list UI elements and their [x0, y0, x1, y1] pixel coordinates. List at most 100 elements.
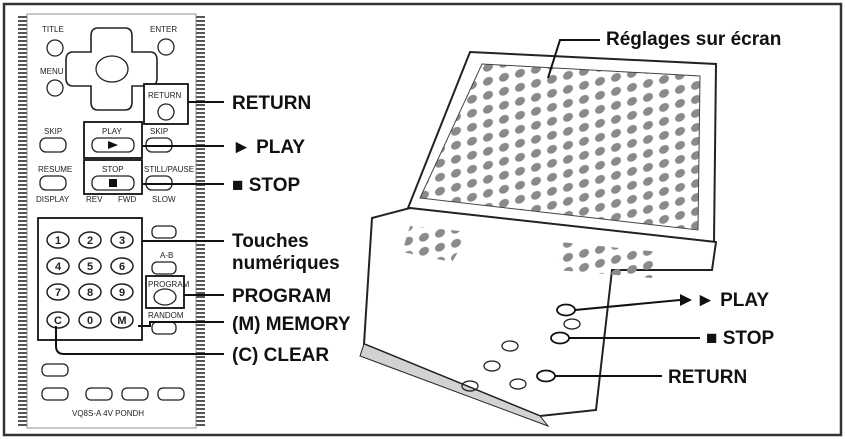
callout-player-return: RETURN [668, 367, 747, 388]
player-button-2 [501, 340, 519, 352]
number-key-label: 1 [55, 235, 61, 247]
play-button-text: PLAY [102, 127, 123, 136]
remote-control: TITLE MENU ENTER RETURN SKIP PLAY SKIP R… [18, 13, 205, 429]
player-leader-lines [547, 39, 700, 377]
number-key-label: M [117, 315, 126, 327]
arrow-play-icon [680, 294, 692, 306]
number-key-label: 6 [119, 261, 125, 273]
remote-right-edge [196, 14, 205, 428]
portable-player [359, 50, 718, 428]
number-key-label: 9 [119, 287, 125, 299]
slow-text: SLOW [152, 195, 176, 204]
number-key-4 [46, 257, 70, 275]
player-screen [419, 63, 701, 231]
number-key-2 [78, 231, 102, 249]
resume-button [39, 175, 67, 191]
player-button-3 [483, 360, 501, 372]
base-front [359, 343, 550, 428]
program-button-text: PROGRAM [148, 280, 190, 289]
skip-back-button [39, 137, 67, 153]
enter-button-text: ENTER [150, 25, 177, 34]
callout-memory: (M) MEMORY [232, 314, 351, 335]
player-button-1 [563, 318, 581, 330]
lower-button-3 [85, 387, 113, 401]
lower-button-5 [157, 387, 185, 401]
remote-callouts: RETURN ► PLAY ■ STOP Touches numériques … [232, 93, 351, 366]
stop-button [91, 175, 135, 191]
number-key-C [46, 311, 70, 329]
number-key-label: 5 [87, 261, 93, 273]
callout-play: ► PLAY [232, 137, 305, 158]
callout-screen-settings: Réglages sur écran [606, 29, 781, 50]
number-key-5 [78, 257, 102, 275]
program-button-highlight [145, 275, 185, 309]
player-button-5 [461, 380, 479, 392]
number-key-label: 3 [119, 235, 125, 247]
callout-return: RETURN [232, 93, 311, 114]
number-keys: 1 2 3 4 5 6 7 8 9C 0 M [46, 231, 134, 329]
number-key-3 [110, 231, 134, 249]
number-key-6 [110, 257, 134, 275]
number-key-label: 8 [87, 287, 93, 299]
skip-forward-text: SKIP [150, 127, 168, 136]
menu-button-text: MENU [40, 67, 64, 76]
player-button-4 [509, 378, 527, 390]
number-key-label: 2 [87, 235, 93, 247]
return-button [157, 103, 175, 121]
speaker-left [402, 226, 470, 262]
play-button [91, 137, 135, 153]
rev-text: REV [86, 195, 103, 204]
display-text: DISPLAY [36, 195, 70, 204]
remote-model-note: VQ8S-A 4V PONDH [72, 409, 144, 418]
lower-button-2 [41, 387, 69, 401]
number-key-7 [46, 283, 70, 301]
ab-button [151, 261, 177, 275]
number-key-8 [78, 283, 102, 301]
callout-touches-line2: numériques [232, 253, 340, 274]
speaker-right [556, 242, 660, 278]
number-key-label: 4 [55, 261, 62, 273]
random-text: RANDOM [148, 311, 184, 320]
number-key-M [110, 311, 134, 329]
number-key-label: 0 [87, 315, 93, 327]
dpad-center [95, 55, 129, 83]
dpad [65, 27, 158, 111]
callout-player-play: ► PLAY [696, 290, 769, 311]
lower-button-1 [41, 363, 69, 377]
enter-button [157, 38, 175, 56]
side-button-1 [151, 225, 177, 239]
number-key-9 [110, 283, 134, 301]
player-callouts: Réglages sur écran ► PLAY ■ STOP RETURN [606, 29, 781, 388]
callout-touches-line1: Touches [232, 231, 309, 252]
stop-button-text: STOP [102, 165, 124, 174]
callout-clear: (C) CLEAR [232, 345, 329, 366]
lower-button-4 [121, 387, 149, 401]
remote-leader-lines [55, 101, 224, 355]
still-pause-text: STILL/PAUSE [144, 165, 194, 174]
callout-stop: ■ STOP [232, 175, 300, 196]
number-key-label: C [54, 315, 62, 327]
fwd-text: FWD [118, 195, 136, 204]
skip-back-text: SKIP [44, 127, 62, 136]
number-key-1 [46, 231, 70, 249]
callout-program: PROGRAM [232, 286, 331, 307]
stop-glyph-icon [109, 179, 117, 187]
program-button [153, 288, 177, 306]
title-button [46, 39, 64, 57]
player-play-button [556, 303, 576, 317]
play-glyph-icon [108, 141, 118, 149]
remote-left-edge [18, 14, 27, 428]
menu-button [46, 79, 64, 97]
title-button-text: TITLE [42, 25, 64, 34]
number-key-0 [78, 311, 102, 329]
return-button-text: RETURN [148, 91, 182, 100]
player-return-button [536, 369, 556, 383]
player-stop-button [550, 331, 570, 345]
ab-text: A-B [160, 251, 173, 260]
resume-text: RESUME [38, 165, 72, 174]
number-key-label: 7 [55, 287, 61, 299]
number-pad-highlight [37, 217, 143, 341]
